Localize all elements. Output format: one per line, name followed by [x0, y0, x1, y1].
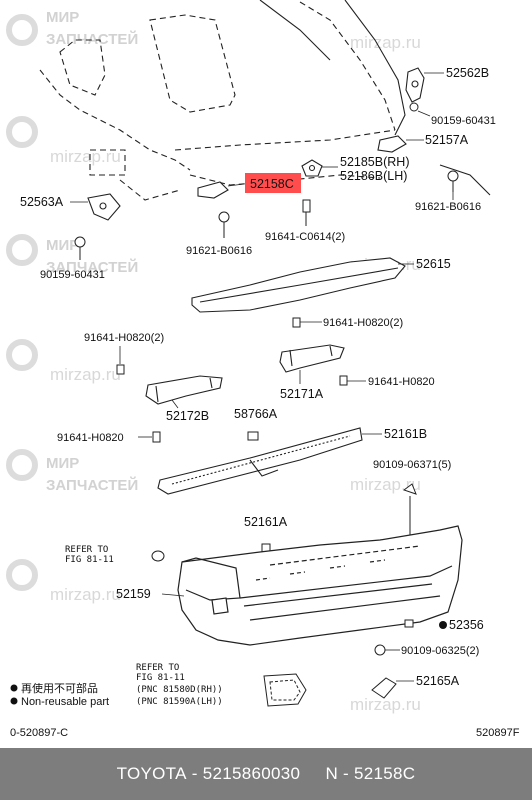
bolt-90159-top — [409, 102, 419, 112]
part-label-91621-B0616-right: 91621-B0616 — [415, 201, 481, 213]
diagram-code-left: 0-520897-C — [10, 727, 68, 739]
highlight-box — [245, 173, 301, 193]
legend-marker — [10, 697, 18, 705]
part-52157A — [377, 135, 407, 153]
watermark-site: mirzap.ru — [350, 695, 421, 714]
diagram-code-right: 520897F — [476, 727, 520, 739]
part-label-91621-B0616-mid: 91621-B0616 — [186, 245, 252, 257]
leader-line — [417, 110, 431, 117]
vehicle-body-solid — [259, 0, 491, 196]
footer-part-number[interactable]: 5215860030 — [202, 764, 301, 783]
non-reusable-marker — [439, 621, 447, 629]
part-label-90159-60431-left: 90159-60431 — [40, 269, 105, 281]
footer-spacer — [300, 764, 325, 784]
footer-brand: TOYOTA — [116, 764, 187, 783]
part-label-91641-H0820-right: 91641-H0820 — [368, 376, 435, 388]
watermark-brand: МИР — [46, 237, 79, 254]
refer-note: FIG 81-11 — [136, 673, 185, 683]
watermark-brand: МИР — [46, 9, 79, 26]
part-label-52172B: 52172B — [166, 409, 209, 423]
bolt-91641-H0820-left — [152, 431, 161, 443]
part-label-52562B: 52562B — [446, 66, 489, 80]
parts-diagram: МИР ЗАПЧАСТЕЙ МИР ЗАПЧАСТЕЙ МИР ЗАПЧАСТЕ… — [6, 0, 520, 739]
part-label-52159: 52159 — [116, 587, 151, 601]
part-label-52158C[interactable]: 52158C — [250, 177, 294, 191]
part-label-52165A: 52165A — [416, 674, 460, 688]
watermark-site: mirzap.ru — [350, 475, 421, 494]
part-52562B — [405, 67, 425, 103]
part-label-52161B: 52161B — [384, 427, 427, 441]
footer-label: N - 52158C — [325, 764, 416, 783]
part-52356 — [404, 619, 414, 628]
part-label-52563A: 52563A — [20, 195, 64, 209]
part-label-52186B: 52186B(LH) — [340, 169, 407, 183]
bolt-91641-H0820-right — [339, 375, 348, 386]
part-label-52185B: 52185B(RH) — [340, 155, 409, 169]
vehicle-body-outline — [39, 1, 396, 201]
part-label-91641-H0820-2-right: 91641-H0820(2) — [323, 317, 403, 329]
footer-separator: - — [186, 764, 203, 783]
part-label-52356: 52356 — [449, 618, 484, 632]
watermark-site: mirzap.ru — [50, 585, 121, 604]
part-52171A — [279, 344, 345, 373]
part-label-91641-H0820-left: 91641-H0820 — [57, 432, 124, 444]
leader-line — [161, 593, 185, 597]
part-label-58766A: 58766A — [234, 407, 278, 421]
legend-nonreuse-text: Non-reusable part — [21, 696, 109, 708]
light-reference-upper — [151, 550, 165, 562]
bolt-91621-mid — [218, 211, 230, 238]
watermark-site: mirzap.ru — [50, 147, 121, 166]
refer-note: (PNC 81580D(RH)) — [136, 685, 223, 695]
legend-marker — [10, 684, 18, 692]
refer-note: FIG 81-11 — [65, 555, 114, 565]
watermark-brand: ЗАПЧАСТЕЙ — [46, 30, 138, 48]
bolt-91621-right — [447, 170, 459, 192]
watermark-site: mirzap.ru — [350, 33, 421, 52]
part-label-91641-H0820-2-left: 91641-H0820(2) — [84, 332, 164, 344]
bolt-91641-C0614 — [302, 199, 311, 226]
part-label-52171A: 52171A — [280, 387, 324, 401]
part-52158C — [197, 181, 229, 199]
part-label-90109-06325: 90109-06325(2) — [401, 645, 479, 657]
bolt-90159-left — [74, 236, 86, 260]
watermark-brand: ЗАПЧАСТЕЙ — [46, 476, 138, 494]
watermark-brand: МИР — [46, 455, 79, 472]
leader-line — [171, 399, 179, 409]
part-58766A — [247, 431, 259, 441]
part-52161B — [157, 427, 363, 495]
bolt-91641-H0820-2-right — [292, 317, 301, 328]
watermark-logo — [6, 14, 38, 591]
part-52185B — [301, 159, 323, 177]
part-52563A — [87, 193, 121, 221]
watermark-site: mirzap.ru — [50, 365, 121, 384]
legend-reuse-text: 再使用不可部品 — [21, 681, 98, 695]
part-label-52161A: 52161A — [244, 515, 288, 529]
watermark-brand: ЗАПЧАСТЕЙ — [46, 258, 138, 276]
part-label-52157A: 52157A — [425, 133, 469, 147]
part-52172B — [145, 375, 223, 405]
reflector-lamp-reference — [263, 673, 307, 707]
part-label-90159-60431-top: 90159-60431 — [431, 115, 496, 127]
refer-note: REFER TO — [65, 545, 108, 555]
refer-note: REFER TO — [136, 663, 179, 673]
bolt-90109-06325 — [374, 644, 386, 656]
footer-bar: TOYOTA - 5215860030 N - 52158C — [0, 748, 532, 800]
leader-line — [227, 183, 245, 187]
refer-note: (PNC 81590A(LH)) — [136, 697, 223, 707]
bolt-91641-H0820-2-left — [116, 364, 125, 375]
part-52159 — [177, 525, 463, 646]
part-52615 — [191, 257, 406, 313]
part-label-90109-06371: 90109-06371(5) — [373, 459, 451, 471]
watermark-layer: МИР ЗАПЧАСТЕЙ МИР ЗАПЧАСТЕЙ МИР ЗАПЧАСТЕ… — [6, 9, 421, 714]
part-52165A — [371, 677, 397, 699]
part-label-52615: 52615 — [416, 257, 451, 271]
part-label-91641-C0614: 91641-C0614(2) — [265, 231, 345, 243]
